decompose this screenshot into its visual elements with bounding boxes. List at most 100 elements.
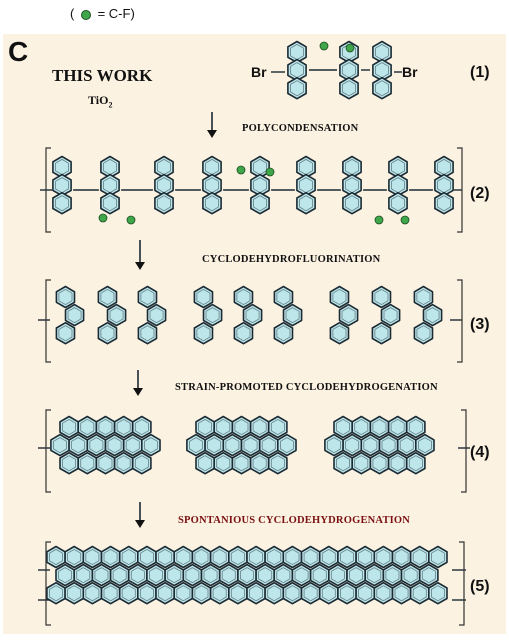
- step-polycondensation: POLYCONDENSATION: [242, 123, 359, 134]
- hexagon-inner-bond: [276, 325, 291, 342]
- hexagon-inner-bond: [391, 177, 405, 194]
- hexagon-inner-bond: [385, 567, 400, 584]
- hexagon-inner-bond: [221, 567, 236, 584]
- hexagon-inner-bond: [62, 418, 76, 436]
- hexagon-inner-bond: [234, 455, 249, 472]
- hexagon-inner-bond: [230, 585, 245, 602]
- hexagon-inner-bond: [216, 455, 231, 472]
- hexagon-inner-bond: [58, 325, 73, 342]
- fluorine-atom: [400, 215, 410, 225]
- hexagon-inner-bond: [408, 418, 423, 436]
- hexagon-inner-bond: [285, 585, 300, 602]
- hexagon-inner-bond: [98, 418, 113, 436]
- hexagon-inner-bond: [321, 585, 336, 602]
- hexagon-inner-bond: [76, 567, 91, 584]
- hexagon-inner-bond: [158, 548, 173, 566]
- hexagon-inner-bond: [290, 62, 304, 79]
- hexagon-inner-bond: [100, 325, 115, 342]
- hexagon-inner-bond: [58, 567, 72, 584]
- hexagon-inner-bond: [391, 195, 405, 212]
- hexagon-inner-bond: [290, 43, 304, 61]
- hexagon-inner-bond: [157, 177, 171, 194]
- polymer-bracket: [459, 541, 465, 626]
- hexagon-inner-bond: [216, 418, 231, 436]
- hexagon-inner-bond: [372, 455, 387, 472]
- hexagon-inner-bond: [276, 288, 291, 306]
- hexagon-inner-bond: [375, 43, 389, 61]
- hexagon-inner-bond: [158, 585, 173, 602]
- hexagon-inner-bond: [139, 548, 154, 566]
- hexagon-inner-bond: [339, 548, 354, 566]
- hexagon-inner-bond: [399, 437, 414, 454]
- hexagon-inner-bond: [339, 585, 354, 602]
- hexagon-inner-bond: [194, 585, 209, 602]
- hexagon-inner-bond: [249, 585, 264, 602]
- hexagon-inner-bond: [194, 548, 209, 566]
- hexagon-inner-bond: [205, 195, 219, 212]
- reaction-arrow-head: [207, 130, 217, 138]
- step-spontaneous: SPONTANIOUS CYCLODEHYDROGENATION: [178, 515, 411, 526]
- catalyst-subscript: 2: [108, 100, 113, 110]
- hexagon-inner-bond: [67, 548, 82, 566]
- polymer-bracket: [457, 279, 463, 363]
- hexagon-inner-bond: [98, 455, 113, 472]
- hexagon-inner-bond: [198, 455, 213, 472]
- hexagon-inner-bond: [258, 567, 273, 584]
- hexagon-inner-bond: [225, 437, 240, 454]
- hexagon-inner-bond: [299, 177, 313, 194]
- fluorine-atom: [98, 213, 108, 223]
- polymer-bracket: [45, 541, 51, 626]
- hexagon-inner-bond: [103, 195, 117, 212]
- hexagon-inner-bond: [249, 548, 264, 566]
- hexagon-inner-bond: [276, 567, 291, 584]
- hexagon-inner-bond: [212, 548, 227, 566]
- hexagon-inner-bond: [285, 548, 300, 566]
- hexagon-inner-bond: [342, 80, 356, 97]
- hexagon-inner-bond: [85, 548, 100, 566]
- fluorine-dot-icon: [80, 9, 91, 20]
- hexagon-inner-bond: [157, 195, 171, 212]
- hexagon-inner-bond: [121, 548, 136, 566]
- hexagon-inner-bond: [437, 195, 451, 212]
- hexagon-inner-bond: [299, 195, 313, 212]
- catalyst-base: TiO: [88, 93, 109, 107]
- reaction-arrow-head: [133, 388, 143, 396]
- hexagon-inner-bond: [140, 325, 155, 342]
- hexagon-inner-bond: [376, 548, 391, 566]
- hexagon-inner-bond: [430, 548, 445, 566]
- hexagon-inner-bond: [416, 288, 431, 306]
- hexagon-inner-bond: [245, 307, 260, 324]
- hexagon-inner-bond: [345, 195, 359, 212]
- hexagon-inner-bond: [55, 158, 69, 176]
- hexagon-inner-bond: [85, 585, 100, 602]
- hexagon-inner-bond: [345, 158, 359, 176]
- hexagon-inner-bond: [345, 437, 360, 454]
- hexagon-inner-bond: [390, 418, 405, 436]
- hexagon-inner-bond: [205, 307, 220, 324]
- hexagon-inner-bond: [239, 567, 254, 584]
- fluorine-atom: [265, 167, 275, 177]
- hexagon-inner-bond: [354, 455, 369, 472]
- hexagon-inner-bond: [67, 585, 82, 602]
- hexagon-inner-bond: [358, 585, 373, 602]
- hexagon-inner-bond: [349, 567, 364, 584]
- hexagon-inner-bond: [143, 437, 158, 454]
- hexagon-inner-bond: [125, 437, 140, 454]
- hexagon-inner-bond: [103, 548, 118, 566]
- hexagon-inner-bond: [89, 437, 104, 454]
- hexagon-inner-bond: [430, 585, 445, 602]
- hexagon-inner-bond: [94, 567, 109, 584]
- hexagon-inner-bond: [62, 455, 76, 472]
- hexagon-inner-bond: [267, 585, 282, 602]
- fluorine-atom: [236, 165, 246, 175]
- hexagon-inner-bond: [381, 437, 396, 454]
- hexagon-inner-bond: [332, 288, 347, 306]
- hexagon-inner-bond: [134, 418, 149, 436]
- hexagon-inner-bond: [196, 288, 211, 306]
- hexagon-inner-bond: [130, 567, 145, 584]
- hexagon-inner-bond: [345, 177, 359, 194]
- hexagon-inner-bond: [327, 437, 341, 454]
- fluorine-atom: [126, 215, 136, 225]
- hexagon-inner-bond: [412, 548, 427, 566]
- legend: ( = C-F): [70, 6, 135, 21]
